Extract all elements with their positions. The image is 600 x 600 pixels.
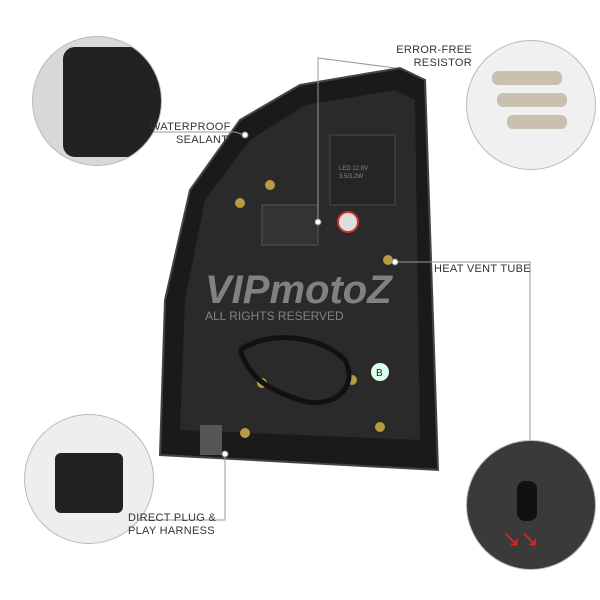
label-line: ERROR-FREE [396, 44, 472, 56]
label-line: SEALANT [176, 134, 229, 146]
label-line: PLAY HARNESS [128, 525, 215, 537]
inset-waterproof-sealant [32, 36, 162, 166]
watermark-notice: ALL RIGHTS RESERVED [205, 309, 344, 323]
led-spec-line-1: LED 12.8V [339, 166, 368, 172]
label-line: WATERPROOF [150, 121, 231, 133]
circuit-board [261, 204, 319, 246]
label-line: DIRECT PLUG & [128, 512, 217, 524]
label-waterproof-sealant: WATERPROOF SEALANT [150, 121, 231, 147]
callout-dots [221, 131, 399, 458]
watermark: VIPmotoZ ALL RIGHTS RESERVED [205, 268, 392, 323]
inset-resistor [466, 40, 596, 170]
wiring-harness [237, 335, 352, 406]
watermark-brand: VIPmotoZ [205, 268, 392, 312]
label-direct-plug-harness: DIRECT PLUG & PLAY HARNESS [128, 512, 216, 538]
label-line: RESISTOR [413, 57, 472, 69]
bulb-socket [337, 211, 359, 233]
label-error-free-resistor: ERROR-FREE RESISTOR [372, 44, 472, 70]
badge-circle [371, 363, 389, 381]
led-spec-line-2: 3.5/3.2W [339, 174, 363, 180]
label-heat-vent-tube: HEAT VENT TUBE [434, 263, 531, 275]
inset-heat-vent-tube: ↘↘ [466, 440, 596, 570]
led-module [329, 134, 396, 206]
badge-text: B [376, 368, 383, 379]
heat-arrows-icon: ↘↘ [502, 526, 539, 551]
plug-connector [200, 425, 222, 455]
inset-plug-harness [24, 414, 154, 544]
